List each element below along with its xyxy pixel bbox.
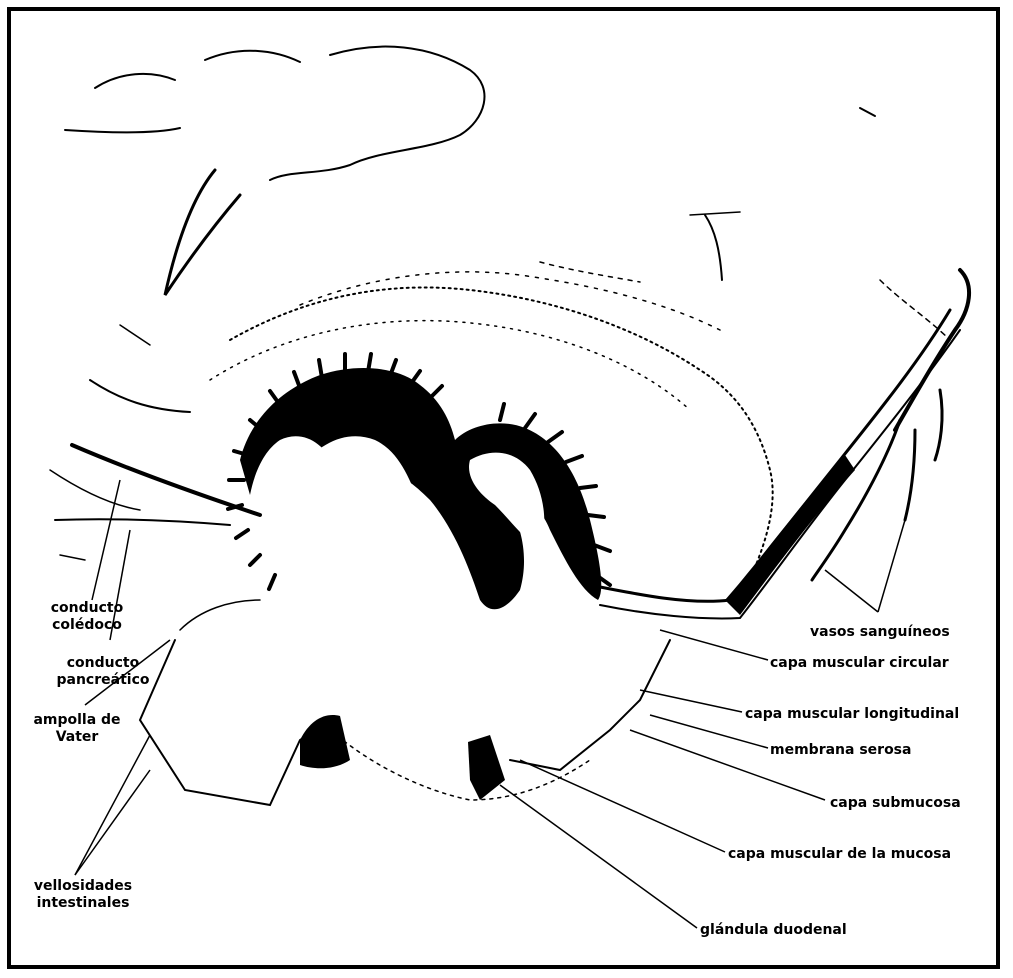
gland-block	[468, 735, 505, 800]
label-glandula-duodenal: glándula duodenal	[700, 922, 847, 939]
blood-vessels	[895, 270, 969, 430]
label-conducto-pancreatico: conducto pancreático	[38, 655, 168, 689]
leader-glandula	[500, 785, 697, 928]
label-capa-muscular-mucosa: capa muscular de la mucosa	[728, 846, 951, 863]
label-ampolla-vater: ampolla de Vater	[12, 712, 142, 746]
leader-muscular-mucosa	[520, 760, 725, 852]
label-capa-circular: capa muscular circular	[770, 655, 949, 672]
organ-fold	[165, 170, 240, 295]
leader-vellosidades-2	[75, 770, 150, 875]
label-vellosidades-line1: vellosidades	[18, 878, 148, 895]
leader-vasos-1	[825, 570, 878, 612]
label-conducto-coledoco-line1: conducto	[22, 600, 152, 617]
label-ampolla-vater-line1: ampolla de	[12, 712, 142, 729]
leader-vasos-2	[878, 520, 905, 612]
organ-outline	[95, 47, 484, 180]
leader-circular	[660, 630, 768, 660]
leader-coledoco	[92, 480, 120, 600]
label-conducto-pancreatico-line2: pancreático	[38, 672, 168, 689]
label-conducto-coledoco: conducto colédoco	[22, 600, 152, 634]
pancreatic-duct	[55, 519, 230, 525]
label-vasos: vasos sanguíneos	[810, 624, 950, 641]
leader-submucosa	[630, 730, 825, 800]
label-membrana-serosa: membrana serosa	[770, 742, 911, 759]
label-vellosidades: vellosidades intestinales	[18, 878, 148, 912]
label-ampolla-vater-line2: Vater	[12, 729, 142, 746]
leader-vellosidades-1	[75, 735, 150, 875]
section-edge	[140, 640, 330, 805]
label-capa-submucosa: capa submucosa	[830, 795, 961, 812]
label-conducto-pancreatico-line1: conducto	[38, 655, 168, 672]
label-conducto-coledoco-line2: colédoco	[22, 617, 152, 634]
leader-longitudinal	[640, 690, 742, 712]
label-capa-longitudinal: capa muscular longitudinal	[745, 706, 959, 723]
label-vellosidades-line2: intestinales	[18, 895, 148, 912]
submucosa-block	[300, 715, 350, 768]
